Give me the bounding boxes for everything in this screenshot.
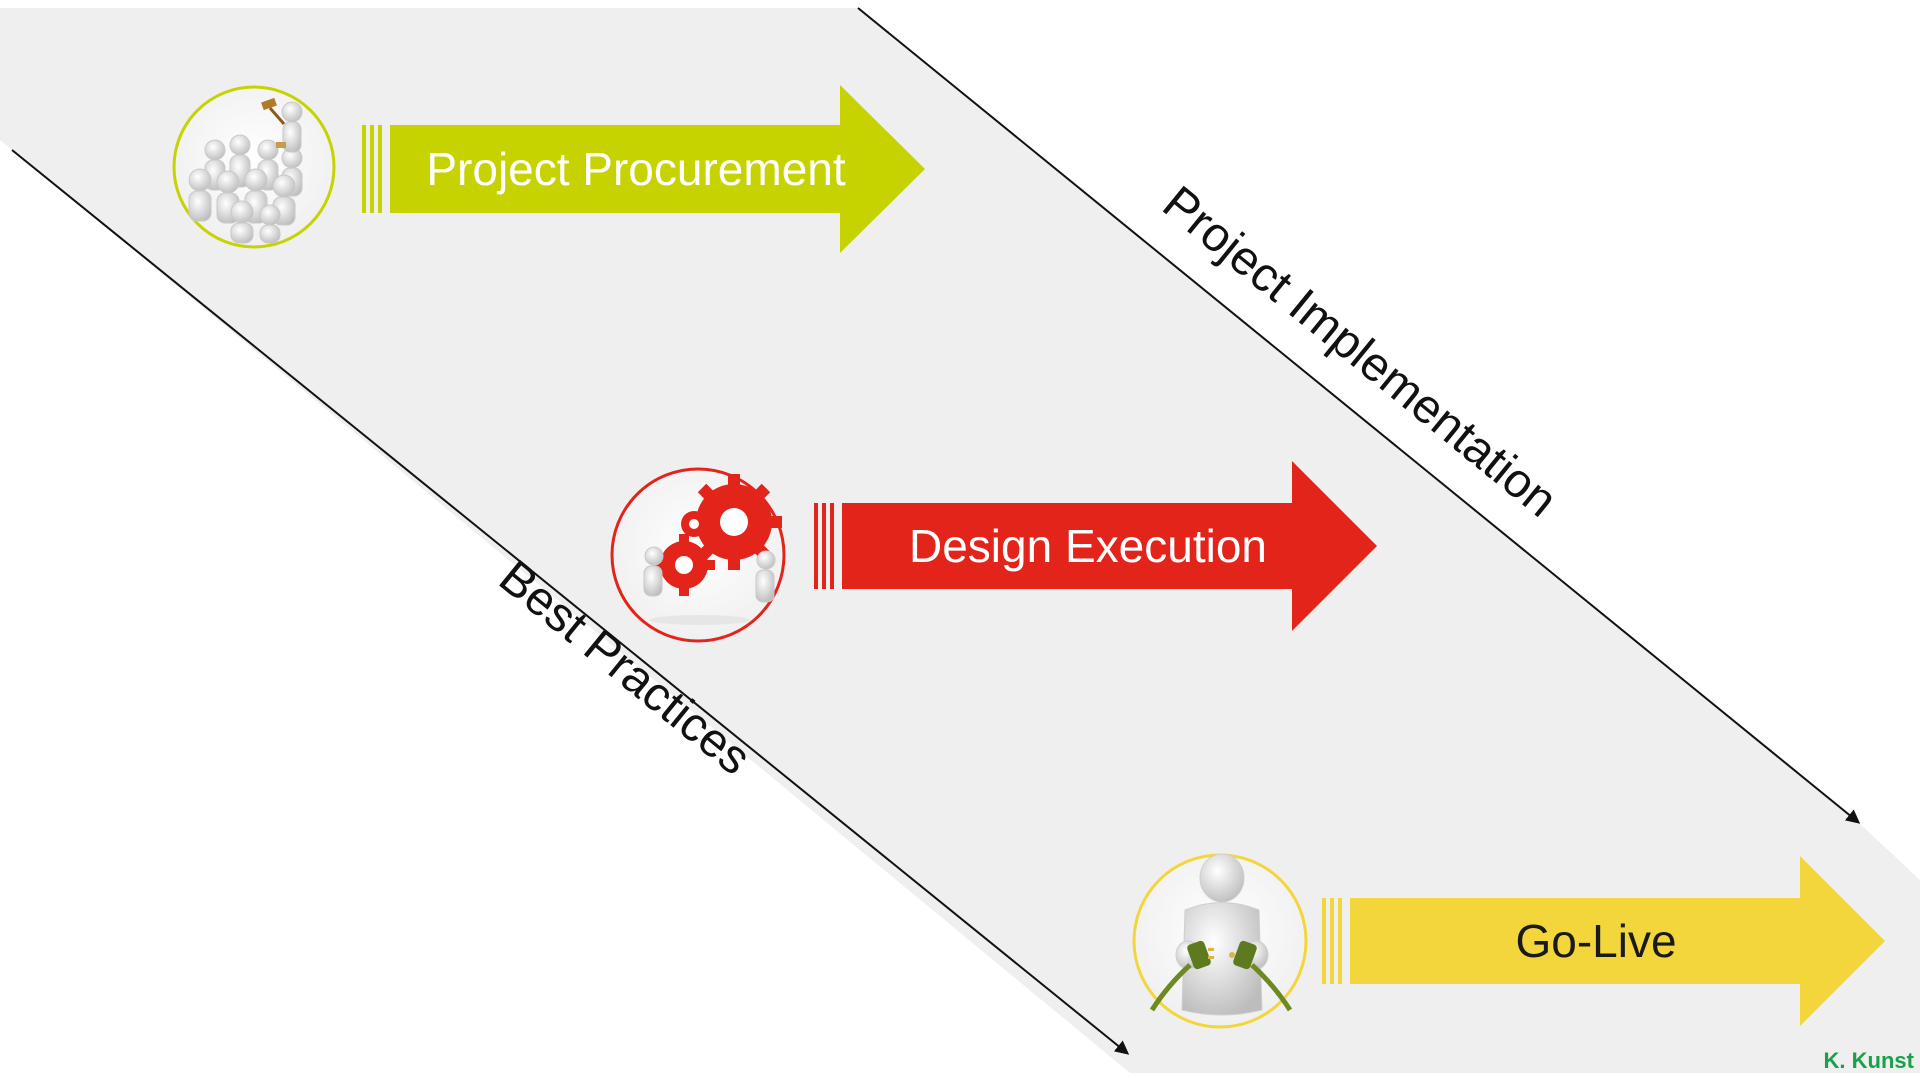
arrow-stripe <box>1338 898 1342 984</box>
arrow-stripe <box>1330 898 1334 984</box>
arrow-stripe <box>362 125 366 213</box>
stage-design-execution: Design Execution <box>610 461 1377 643</box>
arrow-stripe <box>814 503 818 589</box>
arrow-stripe <box>1322 898 1326 984</box>
arrow-stripe <box>830 503 834 589</box>
crowd-auction-icon <box>188 97 303 244</box>
bottom-diagonal-arrow <box>11 149 1130 1055</box>
stage-label: Project Procurement <box>426 143 845 195</box>
stage-label: Design Execution <box>909 520 1267 572</box>
arrow-stripe <box>822 503 826 589</box>
author-credit: K. Kunst <box>1824 1048 1915 1073</box>
stage-project-procurement: Project Procurement <box>172 85 925 253</box>
stage-label: Go-Live <box>1515 915 1676 967</box>
stage-go-live: Go-Live <box>1132 853 1885 1029</box>
stage-arrow <box>1350 856 1885 1026</box>
plug-connect-icon <box>1149 853 1293 1016</box>
arrow-stripe <box>370 125 374 213</box>
top-diagonal-arrow <box>857 7 1861 824</box>
gears-icon <box>643 474 782 625</box>
arrow-stripe <box>378 125 382 213</box>
stage-arrow <box>842 461 1377 631</box>
stage-arrow <box>390 85 925 253</box>
